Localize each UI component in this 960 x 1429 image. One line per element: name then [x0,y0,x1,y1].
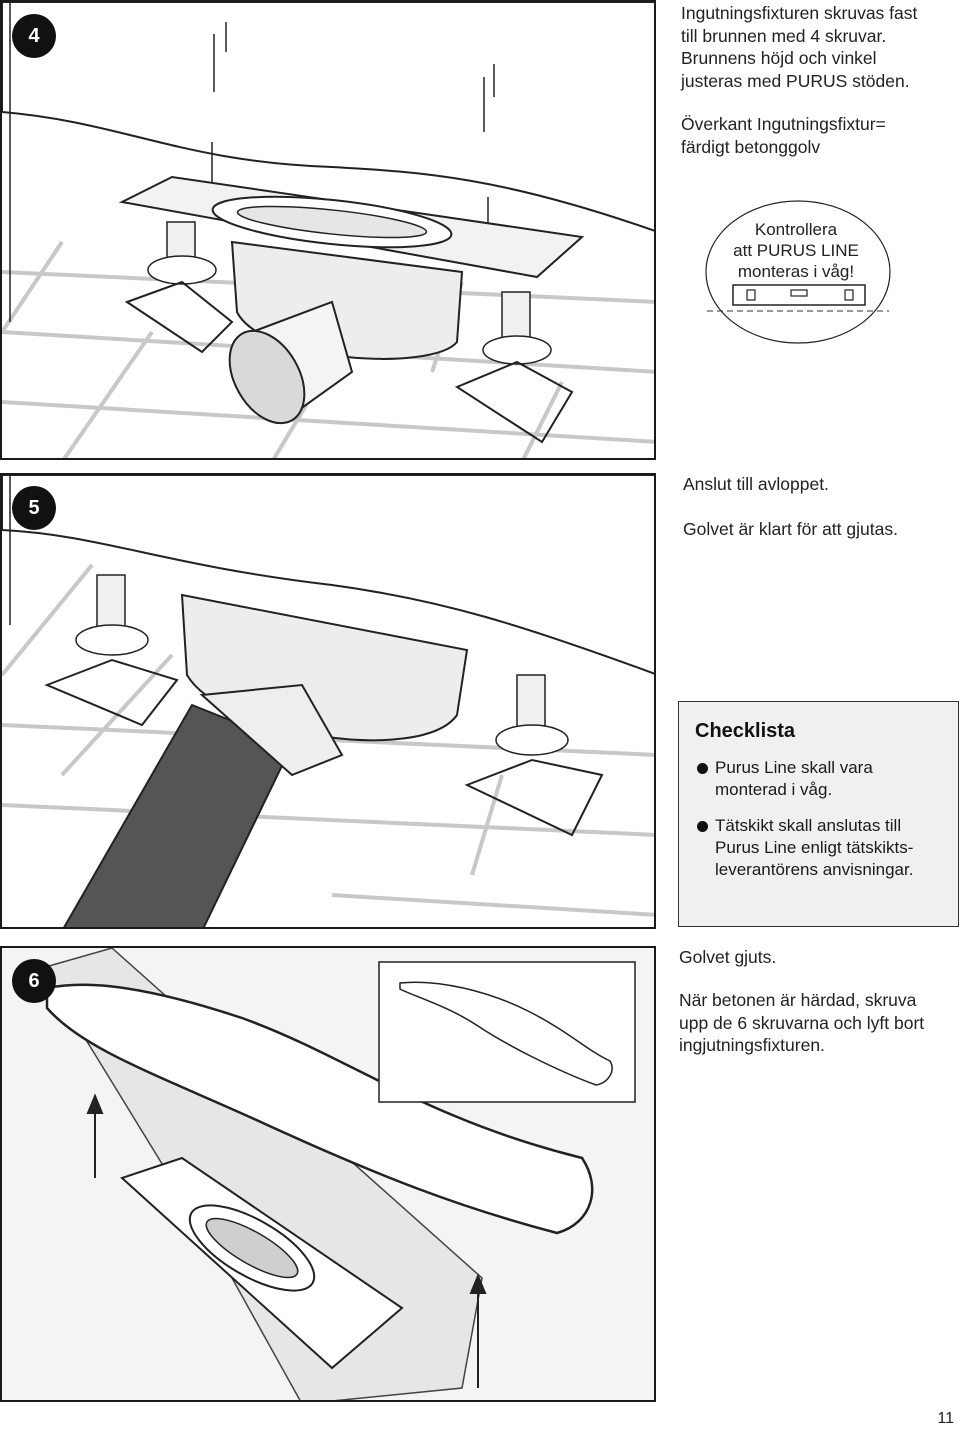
checklist-item-2-line-2: Purus Line enligt tätskikts- [715,838,914,857]
step-5-line-2: Golvet är klart för att gjutas. [683,519,898,539]
level-line-2: att PURUS LINE [733,241,859,260]
step-4-instructions: Ingutningsfixturen skruvas fast till bru… [681,2,917,92]
pipe-connection-drawing [2,475,654,927]
checklist-item-2-line-1: Tätskikt skall anslutas till [715,816,902,835]
step-4-line-3: Brunnens höjd och vinkel [681,48,877,68]
checklist-title: Checklista [695,720,796,742]
spirit-level-icon [732,284,866,306]
page-number: 11 [937,1410,954,1427]
fixture-inset-drawing [378,961,636,1103]
step-4-line-1: Ingutningsfixturen skruvas fast [681,3,918,23]
step-4-note-line-1: Överkant Ingutningsfixtur= [681,114,886,134]
checklist-box: Checklista Purus Line skall vara montera… [678,701,959,927]
step-5-badge: 5 [12,486,56,530]
step-4-badge: 4 [12,14,56,58]
checklist-item-1-line-2: monterad i våg. [715,780,833,799]
step-6-instructions: När betonen är härdad, skruva upp de 6 s… [679,989,924,1057]
step-4-line-2: till brunnen med 4 skruvar. [681,25,887,46]
step-4-line-4: justeras med PURUS stöden. [681,70,910,91]
spirit-level-callout [705,200,891,344]
level-line-1: Kontrollera [754,220,838,239]
step-4-illustration [0,0,656,460]
step-4-note-line-2: färdigt betonggolv [681,136,821,157]
bullet-icon [697,821,708,832]
level-check-text: Kontrollera att PURUS LINE monteras i vå… [733,219,859,282]
step-5-line-1: Anslut till avloppet. [683,474,829,494]
step-6-line-4: ingjutningsfixturen. [679,1035,825,1055]
step-6-badge: 6 [12,959,56,1003]
fixture-removal-drawing [40,948,594,1400]
checklist-item-2: Tätskikt skall anslutas till Purus Line … [695,815,948,881]
checklist-item-2-line-3: leverantörens anvisningar. [715,860,914,879]
step-4-note: Överkant Ingutningsfixtur= färdigt beton… [681,113,886,158]
step-6-line-1: Golvet gjuts. [679,947,777,967]
step-6-line-2: När betonen är härdad, skruva [679,990,917,1010]
checklist-item-1-line-1: Purus Line skall vara [715,758,873,777]
step-6-line-3: upp de 6 skruvarna och lyft bort [679,1012,925,1033]
drain-installation-drawing [2,2,654,458]
level-line-3: monteras i våg! [737,262,855,281]
step-5-illustration [0,473,656,929]
checklist-item-1: Purus Line skall vara monterad i våg. [695,757,948,801]
bullet-icon [697,763,708,774]
